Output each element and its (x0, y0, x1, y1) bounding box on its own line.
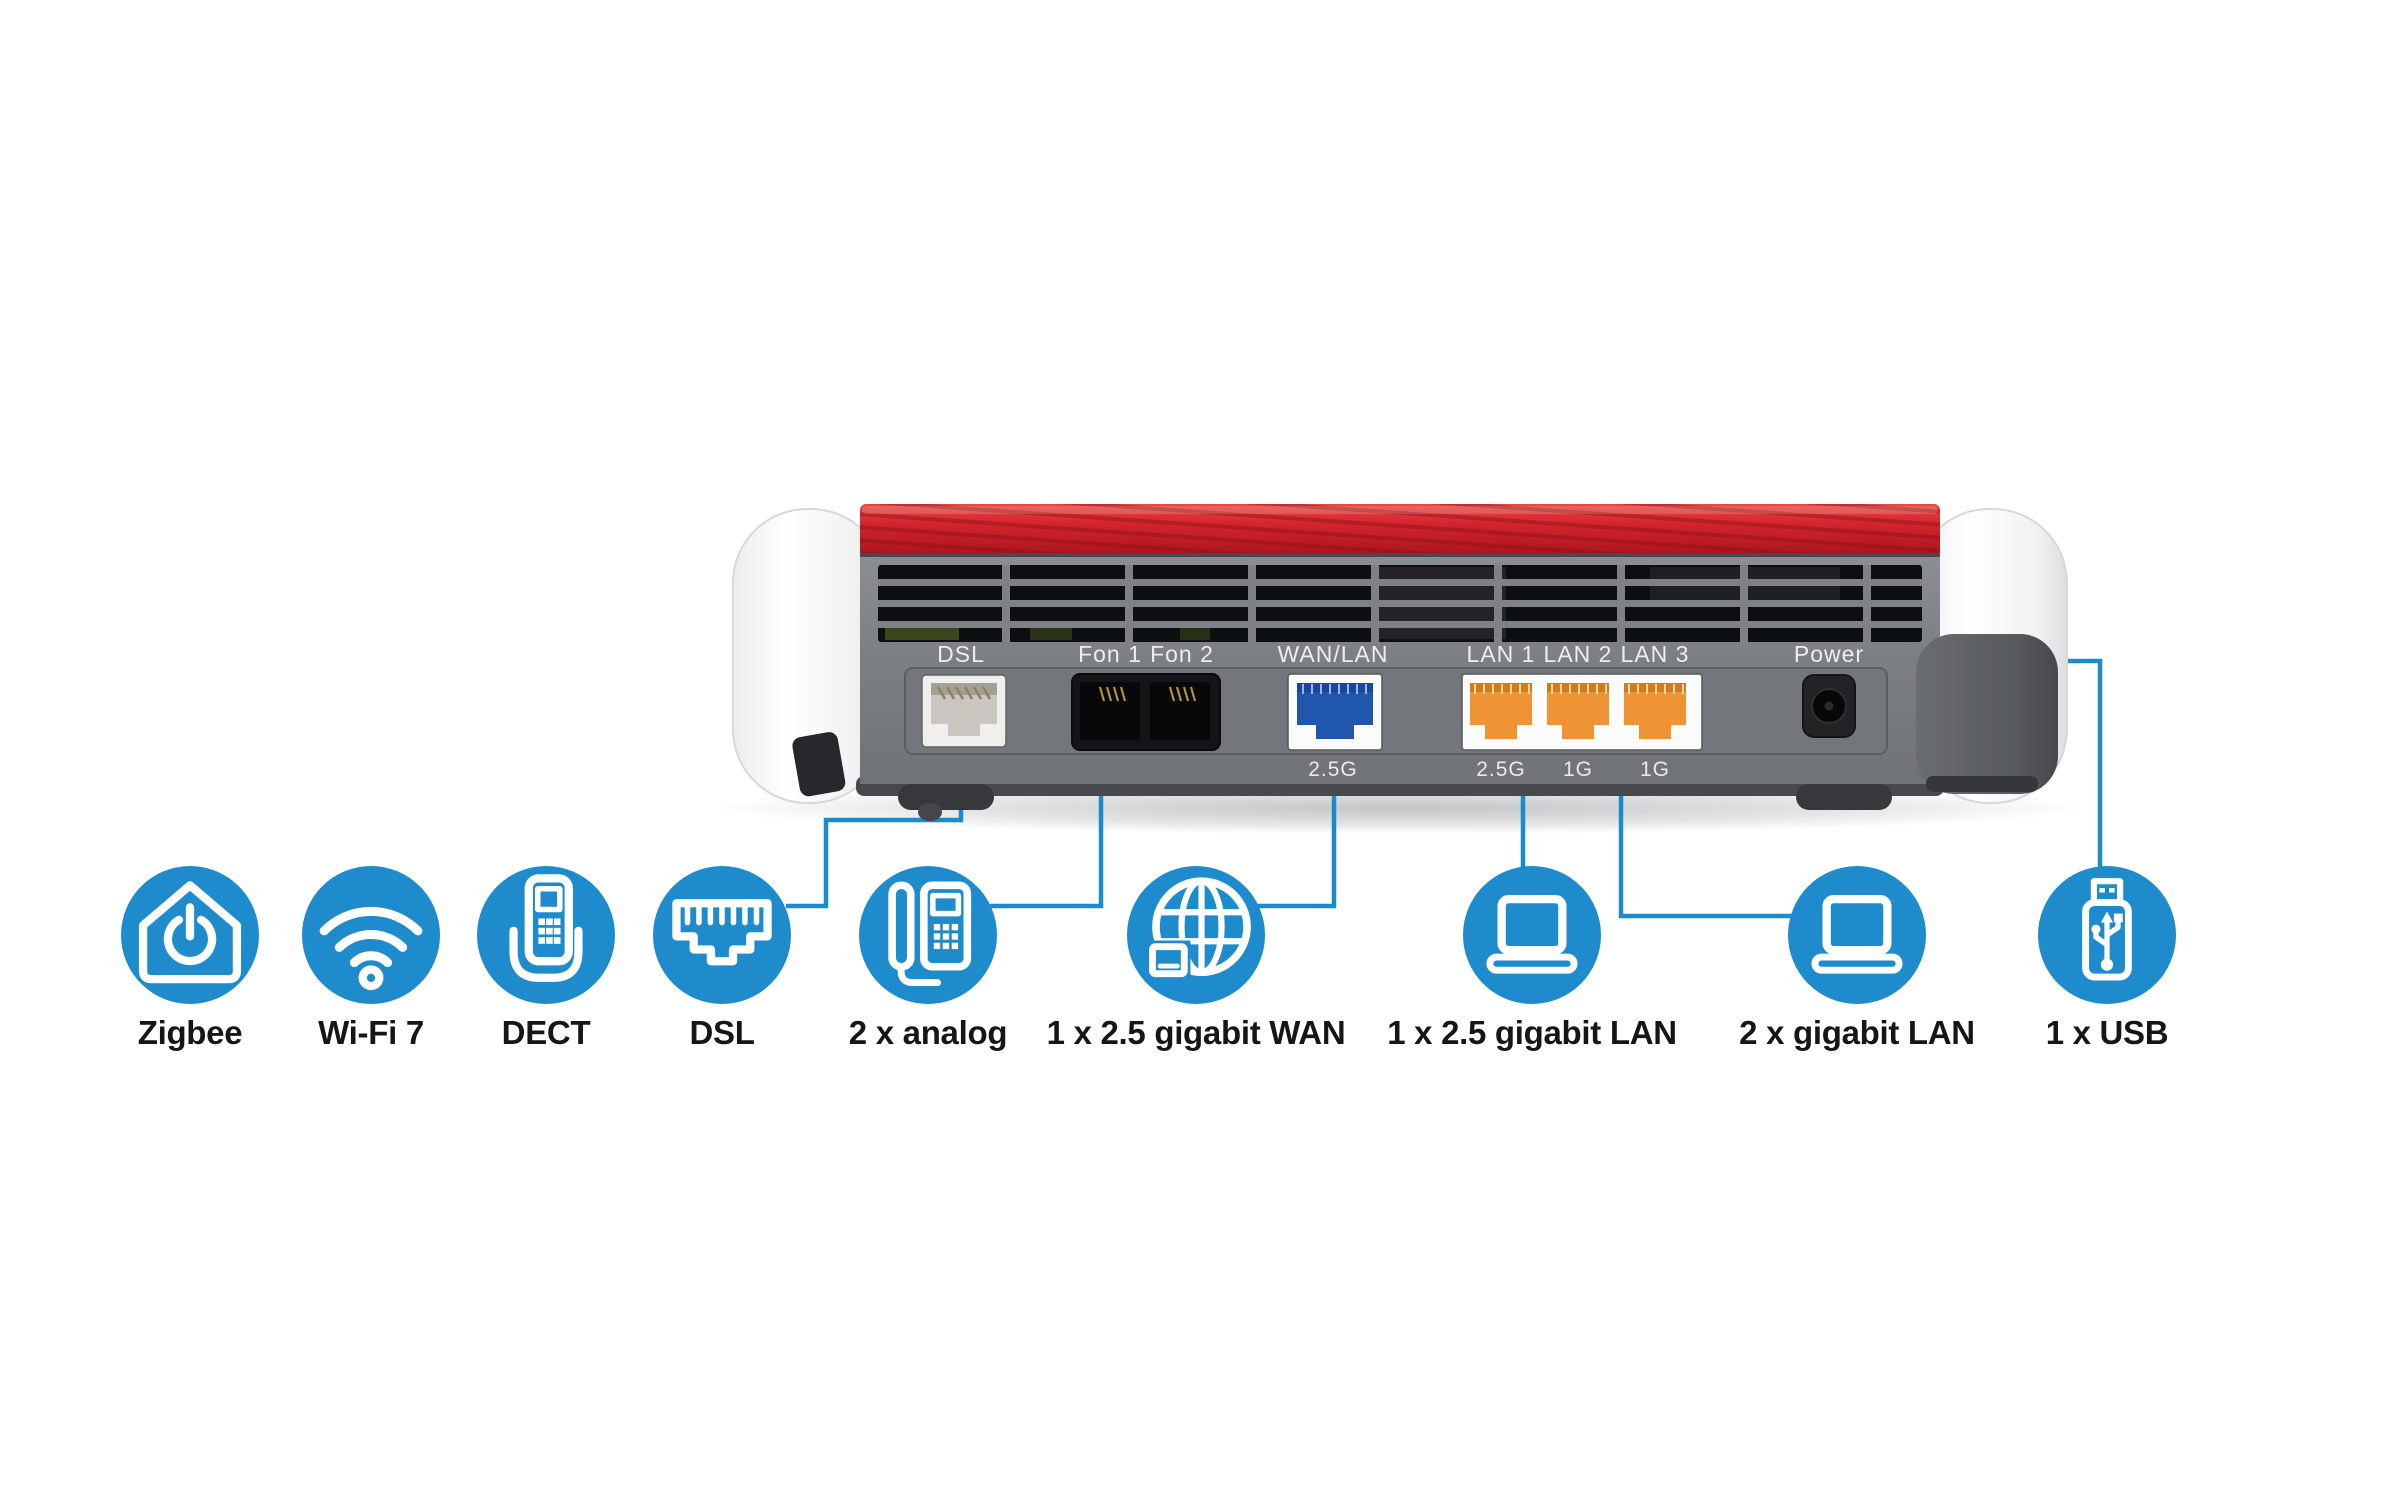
left-foot-nub (918, 803, 942, 821)
dsl-port (921, 674, 1007, 748)
router-rear-panel: DSL Fon 1 Fon 2 WAN/LAN LAN 1 LAN 2 LAN … (732, 504, 2068, 821)
port-recess-panel (904, 667, 1888, 755)
fon1-port (1080, 682, 1140, 740)
laptop-icon (1811, 894, 1903, 974)
speed-label-lan3: 1G (1640, 758, 1670, 781)
feature-dect: DECT (477, 866, 615, 1051)
usb-stick-icon (2082, 878, 2132, 981)
dsl-jack-icon (672, 899, 772, 966)
port-label-lan2: LAN 2 (1544, 641, 1613, 667)
feature-circle (653, 866, 791, 1004)
connector-line-lan-gigabit (1618, 756, 1792, 919)
port-label-dsl: DSL (937, 641, 985, 667)
feature-zigbee: Zigbee (121, 866, 259, 1051)
analog-phone-icon (888, 881, 972, 987)
feature-circle (2038, 866, 2176, 1004)
feature-label: Zigbee (137, 1014, 243, 1051)
connector-line-analog (990, 756, 1104, 909)
feature-lan-gigabit: 2 x gigabit LAN (1739, 866, 1975, 1051)
lan-ports (1461, 673, 1703, 751)
feature-circle (1463, 866, 1601, 1004)
feature-dsl: DSL (653, 866, 791, 1051)
feature-circle (1788, 866, 1926, 1004)
right-foot (1796, 784, 1892, 810)
lan3-port (1624, 683, 1686, 739)
feature-label: DECT (501, 1014, 591, 1051)
feature-circle (859, 866, 997, 1004)
feature-circle (477, 866, 615, 1004)
lan2-port (1547, 683, 1609, 739)
port-label-fon2: Fon 2 (1150, 641, 1214, 667)
speed-label-lan1: 2.5G (1476, 758, 1526, 781)
vent-grid (878, 565, 1922, 642)
feature-wifi: Wi-Fi 7 (302, 866, 440, 1051)
feature-label: 1 x 2.5 gigabit LAN (1387, 1014, 1677, 1051)
fon-ports (1071, 673, 1221, 751)
power-jack (1802, 674, 1856, 738)
lan1-port (1470, 683, 1532, 739)
speed-label-lan2: 1G (1563, 758, 1593, 781)
wan-globe-icon (1144, 877, 1251, 981)
connector-line-wan (1256, 756, 1337, 909)
wifi-icon (319, 906, 423, 991)
feature-lan-25g: 1 x 2.5 gigabit LAN (1387, 866, 1677, 1051)
feature-circle (302, 866, 440, 1004)
port-label-lan1: LAN 1 (1467, 641, 1536, 667)
port-label-lan3: LAN 3 (1621, 641, 1690, 667)
speed-label-wan: 2.5G (1308, 758, 1358, 781)
port-label-wan: WAN/LAN (1278, 641, 1389, 667)
feature-label: Wi-Fi 7 (318, 1014, 424, 1051)
left-foot (898, 784, 994, 810)
feature-wan: 1 x 2.5 gigabit WAN (1047, 866, 1346, 1051)
feature-usb: 1 x USB (2038, 866, 2176, 1051)
red-top (860, 504, 1940, 557)
side-panel (1916, 634, 2058, 794)
dect-handset-icon (509, 874, 583, 982)
laptop-icon (1486, 894, 1578, 974)
feature-label: 1 x 2.5 gigabit WAN (1046, 1014, 1346, 1051)
feature-circle (1127, 866, 1265, 1004)
feature-label: 1 x USB (2045, 1014, 2169, 1051)
port-label-fon1: Fon 1 (1078, 641, 1142, 667)
zigbee-home-icon (138, 881, 242, 984)
port-label-power: Power (1794, 641, 1864, 667)
feature-label: 2 x analog (848, 1014, 1008, 1051)
feature-analog: 2 x analog (849, 866, 1008, 1051)
fon2-port (1150, 682, 1210, 740)
wan-lan-port (1287, 673, 1383, 751)
left-notch (792, 732, 846, 797)
feature-circle (121, 866, 259, 1004)
feature-label: 2 x gigabit LAN (1739, 1014, 1975, 1051)
feature-label: DSL (689, 1014, 755, 1051)
